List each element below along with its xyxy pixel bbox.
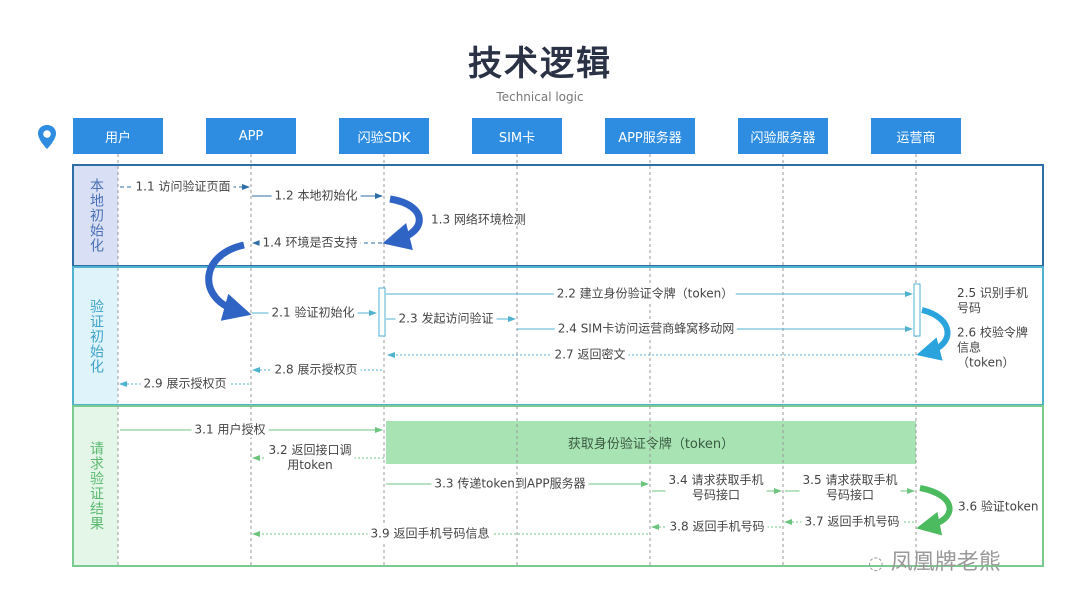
message-3-2: 3.2 返回接口调用token [265, 443, 355, 473]
message-3-4-line1: 3.4 请求获取手机 [668, 473, 764, 487]
message-2-9: 2.9 展示授权页 [140, 376, 230, 392]
actor-app: APP [206, 118, 296, 154]
message-3-6: 3.6 验证token [958, 499, 1039, 514]
actor-carrier: 运营商 [871, 118, 961, 154]
message-2-5-line1: 2.5 识别手机 [957, 286, 1028, 300]
message-1-1: 1.1 访问验证页面 [132, 179, 234, 195]
wechat-icon: ◌ [868, 553, 884, 574]
message-1-2: 1.2 本地初始化 [271, 188, 361, 204]
actor-sim: SIM卡 [472, 118, 562, 154]
message-3-8: 3.8 返回手机号码 [666, 519, 768, 535]
actor-sdk: 闪验SDK [339, 118, 429, 154]
message-3-2-line2: 用token [287, 458, 333, 472]
message-2-6-line2: 信息 [957, 340, 982, 355]
section-local-init: 本地初始化 [72, 164, 1044, 267]
message-1-4: 1.4 环境是否支持 [259, 235, 361, 251]
message-3-4: 3.4 请求获取手机号码接口 [665, 473, 767, 503]
message-2-6-line1: 2.6 校验令牌 [957, 325, 1028, 340]
message-3-5-line2: 号码接口 [825, 488, 874, 502]
message-3-1: 3.1 用户授权 [191, 422, 269, 438]
message-2-2: 2.2 建立身份验证令牌（token） [553, 286, 737, 302]
message-2-6: 2.6 校验令牌信息（token） [954, 326, 1031, 371]
message-2-8: 2.8 展示授权页 [271, 362, 361, 378]
message-3-2-line1: 3.2 返回接口调 [268, 443, 352, 457]
curved-arrow-3-6 [916, 485, 953, 536]
message-2-5-line2: 号码 [957, 301, 982, 315]
token-band: 获取身份验证令牌（token） [386, 421, 916, 464]
message-2-5: 2.5 识别手机号码 [954, 286, 1031, 316]
message-3-5-line1: 3.5 请求获取手机 [802, 473, 898, 487]
message-2-3: 2.3 发起访问验证 [395, 311, 497, 327]
section-label: 请求验证结果 [74, 407, 118, 565]
actor-shanyan-server: 闪验服务器 [738, 118, 828, 154]
actor-app-server: APP服务器 [605, 118, 695, 154]
message-3-5: 3.5 请求获取手机号码接口 [799, 473, 901, 503]
curved-arrow-1-4-to-2-1 [205, 241, 252, 321]
section-label: 本地初始化 [74, 166, 118, 265]
page-subtitle: Technical logic [496, 90, 584, 104]
message-2-6-line3: （token） [957, 355, 1015, 370]
curved-arrow-1-3 [382, 195, 423, 251]
message-1-3: 1.3 网络环境检测 [431, 212, 526, 227]
message-3-7: 3.7 返回手机号码 [801, 514, 903, 530]
message-3-3: 3.3 传递token到APP服务器 [431, 476, 589, 492]
message-2-1: 2.1 验证初始化 [268, 305, 358, 321]
section-label: 验证初始化 [74, 268, 118, 404]
curved-arrow-2-5 [916, 307, 951, 361]
watermark-text: 凤凰牌老熊 [890, 550, 1001, 575]
message-2-4: 2.4 SIM卡访问运营商蜂窝移动网 [554, 321, 738, 337]
message-3-9: 3.9 返回手机号码信息 [367, 526, 493, 542]
message-3-4-line2: 号码接口 [691, 488, 740, 502]
message-2-7: 2.7 返回密文 [551, 347, 629, 363]
watermark: ◌ 凤凰牌老熊 [868, 544, 1001, 576]
actor-user: 用户 [73, 118, 163, 154]
map-pin-icon [38, 125, 56, 149]
section-request-result: 请求验证结果 [72, 405, 1044, 567]
page-title: 技术逻辑 [468, 44, 612, 84]
